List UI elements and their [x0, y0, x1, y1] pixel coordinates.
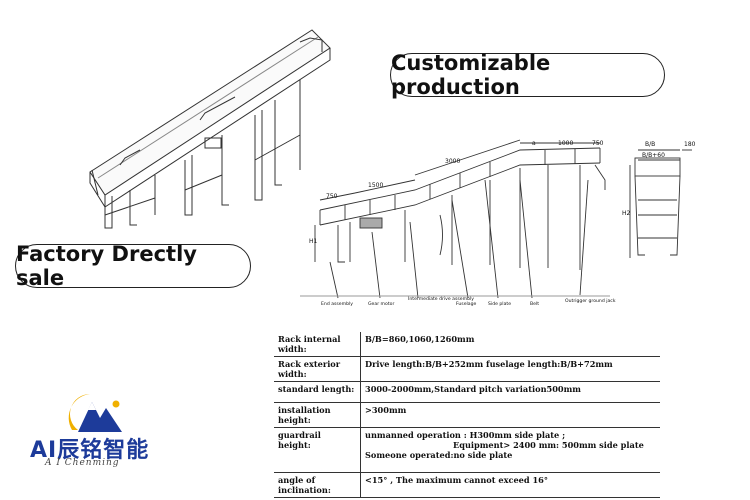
spec-key: standard length: [274, 381, 361, 403]
logo-name: AI辰铭智能 [30, 438, 150, 463]
spec-row: angle of inclination:<15° , The maximum … [274, 472, 660, 498]
spec-value: Drive length:B/B+252mm fuselage length:B… [360, 356, 660, 382]
side-elevation-drawing [300, 139, 610, 299]
spec-value-line: Equipment> 2400 mm: 500mm side plate [453, 440, 644, 450]
spec-key: Rack exterior width: [274, 356, 361, 382]
spec-value-line: Someone operated:no side plate [365, 450, 513, 460]
isometric-conveyor-sketch [89, 29, 331, 229]
spec-key: Rack internal width: [274, 332, 361, 357]
dim-a: a [532, 140, 536, 147]
end-view-drawing [439, 149, 692, 258]
headline-factory-sale-text: Factory Drectly sale [16, 242, 197, 290]
spec-key: angle of inclination: [274, 472, 361, 498]
company-logo-mark [68, 394, 122, 432]
spec-row: installation height:>300mm [274, 402, 660, 428]
dim-750: 750 [326, 193, 338, 200]
spec-table: Rack internal width:B/B=860,1060,1260mm … [274, 332, 660, 498]
part-label-1: Gear motor [368, 301, 394, 307]
dim-bb: B/B [645, 141, 655, 148]
spec-key: guardrail height: [274, 427, 361, 473]
spec-row: Rack exterior width:Drive length:B/B+252… [274, 356, 660, 382]
spec-row: standard length:3000-2000mm,Standard pit… [274, 381, 660, 403]
part-label-4: Side plate [488, 301, 511, 307]
headline-factory-sale: Factory Drectly sale [15, 242, 251, 290]
spec-value: <15° , The maximum cannot exceed 16° [360, 472, 660, 498]
logo-subtitle: A I Chenming [45, 458, 120, 468]
dim-180: 180 [684, 141, 696, 148]
headline-customizable-text: Customizable production [391, 51, 551, 99]
part-label-5: Belt [530, 301, 539, 307]
dim-bb60: B/B+60 [642, 152, 665, 159]
dim-h2: H2 [622, 210, 631, 217]
dim-750-right: 750 [592, 140, 604, 147]
part-label-0: End assembly [321, 301, 353, 307]
dim-1000: 1000 [558, 140, 573, 147]
spec-value: unmanned operation : H300mm side plate ;… [360, 427, 660, 473]
part-label-3: Fuselage [456, 301, 477, 307]
spec-value-line: unmanned operation : H300mm side plate ; [365, 430, 566, 440]
spec-row: guardrail height: unmanned operation : H… [274, 427, 660, 473]
part-label-6: Outrigger ground jack [565, 298, 616, 304]
spec-row: Rack internal width:B/B=860,1060,1260mm [274, 332, 660, 357]
dim-h1: H1 [309, 238, 318, 245]
headline-customizable: Customizable production [390, 51, 665, 99]
spec-value: 3000-2000mm,Standard pitch variation500m… [360, 381, 660, 403]
spec-key: installation height: [274, 402, 361, 428]
dim-1500: 1500 [368, 182, 383, 189]
spec-table-grid: Rack internal width:B/B=860,1060,1260mm … [274, 332, 660, 498]
part-label-2: Intermediate drive assembly [408, 296, 474, 302]
dim-3000: 3000 [445, 158, 460, 165]
spec-value: >300mm [360, 402, 660, 428]
spec-value: B/B=860,1060,1260mm [360, 332, 660, 357]
